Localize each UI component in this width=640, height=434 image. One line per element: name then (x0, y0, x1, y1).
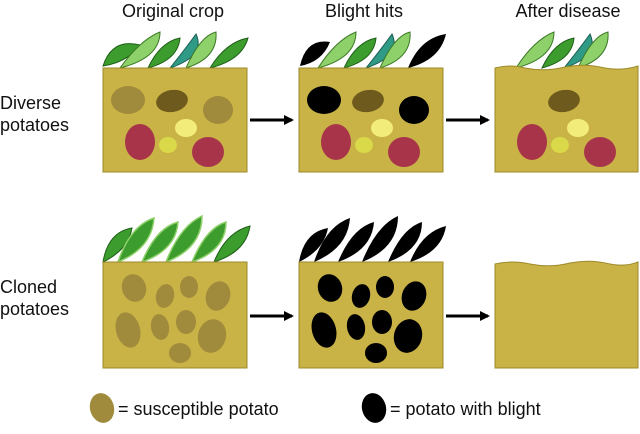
potato-red (321, 124, 351, 160)
potato-dark (352, 89, 384, 113)
column-heading-blight-hits: Blight hits (324, 1, 404, 21)
cloned-original-leaves (102, 214, 251, 264)
potato-blighted (351, 284, 371, 308)
potato-blighted (376, 276, 394, 298)
cloned-original-potatoes (115, 274, 231, 363)
potato-blighted (311, 312, 337, 348)
potato-dark (548, 89, 580, 113)
diverse-blight-panel (298, 31, 446, 173)
potato-yellow (175, 119, 197, 137)
potato-red (517, 124, 547, 160)
row-heading-cloned-line1: Cloned (0, 277, 58, 297)
diverse-after-panel (494, 31, 639, 173)
potato-susceptible (176, 310, 196, 334)
legend-susceptible-label: = susceptible potato (118, 399, 279, 419)
row-heading-diverse-line2: potatoes (0, 115, 70, 135)
cloned-after-soil (494, 260, 639, 369)
potato-dark (156, 89, 188, 113)
legend-blight-label: = potato with blight (390, 399, 541, 419)
potato-blighted (317, 274, 343, 302)
potato-yellow (371, 119, 393, 137)
column-heading-original-crop: Original crop (121, 1, 225, 21)
potato-susceptible (169, 343, 191, 363)
potato-susceptible (197, 319, 227, 353)
potato-lime (159, 137, 177, 153)
row-heading-diverse-line1: Diverse (0, 93, 62, 113)
potato-blighted (393, 319, 423, 353)
potato-blighted (307, 86, 341, 114)
row-heading-cloned-line2: potatoes (0, 299, 70, 319)
legend-susceptible-potato-icon (89, 393, 115, 423)
potato-susceptible (203, 96, 233, 124)
diverse-after-soil (494, 64, 639, 173)
potato-blighted (401, 281, 427, 311)
potato-susceptible (205, 281, 231, 311)
potato-red (192, 137, 224, 167)
cloned-blight-leaves (299, 216, 446, 262)
diverse-blight-potatoes (307, 86, 429, 167)
row-heading-diverse: Diverse potatoes (0, 92, 96, 136)
potato-susceptible (121, 274, 147, 302)
diverse-original-potatoes (111, 86, 233, 167)
potato-lime (355, 137, 373, 153)
legend-blight-potato-icon (361, 393, 387, 423)
diverse-after-leaves (514, 31, 609, 70)
diverse-original-panel (102, 31, 249, 173)
potato-susceptible (115, 312, 141, 348)
column-heading-after-disease: After disease (515, 1, 621, 21)
potato-blighted (346, 314, 366, 340)
potato-red (125, 124, 155, 160)
potato-red (584, 137, 616, 167)
potato-susceptible (150, 314, 170, 340)
diverse-after-potatoes (517, 89, 616, 167)
potato-susceptible (111, 86, 145, 114)
potato-yellow (567, 119, 589, 137)
potato-susceptible (180, 276, 198, 298)
potato-lime (551, 137, 569, 153)
cloned-blight-potatoes (311, 274, 427, 363)
diverse-blight-leaves (300, 31, 446, 70)
potato-blighted (399, 96, 429, 124)
cloned-blight-panel (298, 216, 446, 369)
potato-blighted (372, 310, 392, 334)
row-heading-cloned: Cloned potatoes (0, 276, 96, 320)
diverse-original-leaves (102, 31, 249, 70)
cloned-original-panel (102, 214, 251, 369)
potato-blighted (365, 343, 387, 363)
potato-susceptible (155, 284, 175, 308)
potato-red (388, 137, 420, 167)
